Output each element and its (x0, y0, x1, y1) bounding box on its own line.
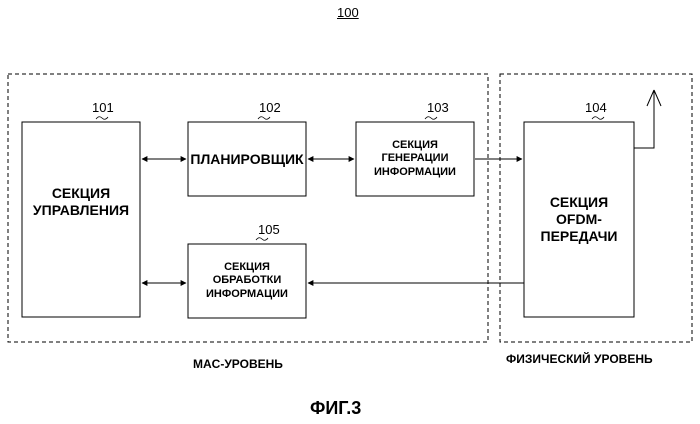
info-proc-ref: 105 (258, 222, 280, 237)
info-gen-ref: 103 (427, 100, 449, 115)
ofdm-tx-label: СЕКЦИЯ OFDM- ПЕРЕДАЧИ (524, 122, 634, 317)
control-ref: 101 (92, 100, 114, 115)
phy-layer-label: ФИЗИЧЕСКИЙ УРОВЕНЬ (506, 352, 653, 366)
scheduler-ref: 102 (259, 100, 281, 115)
scheduler-label: ПЛАНИРОВЩИК (188, 122, 306, 196)
control-label: СЕКЦИЯ УПРАВЛЕНИЯ (22, 122, 140, 282)
mac-layer-label: MAC-УРОВЕНЬ (193, 357, 283, 371)
antenna-icon (634, 90, 661, 148)
figure-ref-main: 100 (337, 5, 359, 20)
info-gen-label: СЕКЦИЯ ГЕНЕРАЦИИ ИНФОРМАЦИИ (356, 122, 474, 196)
ofdm-tx-ref: 104 (585, 100, 607, 115)
figure-caption: ФИГ.3 (310, 398, 361, 419)
info-proc-label: СЕКЦИЯ ОБРАБОТКИ ИНФОРМАЦИИ (188, 244, 306, 318)
